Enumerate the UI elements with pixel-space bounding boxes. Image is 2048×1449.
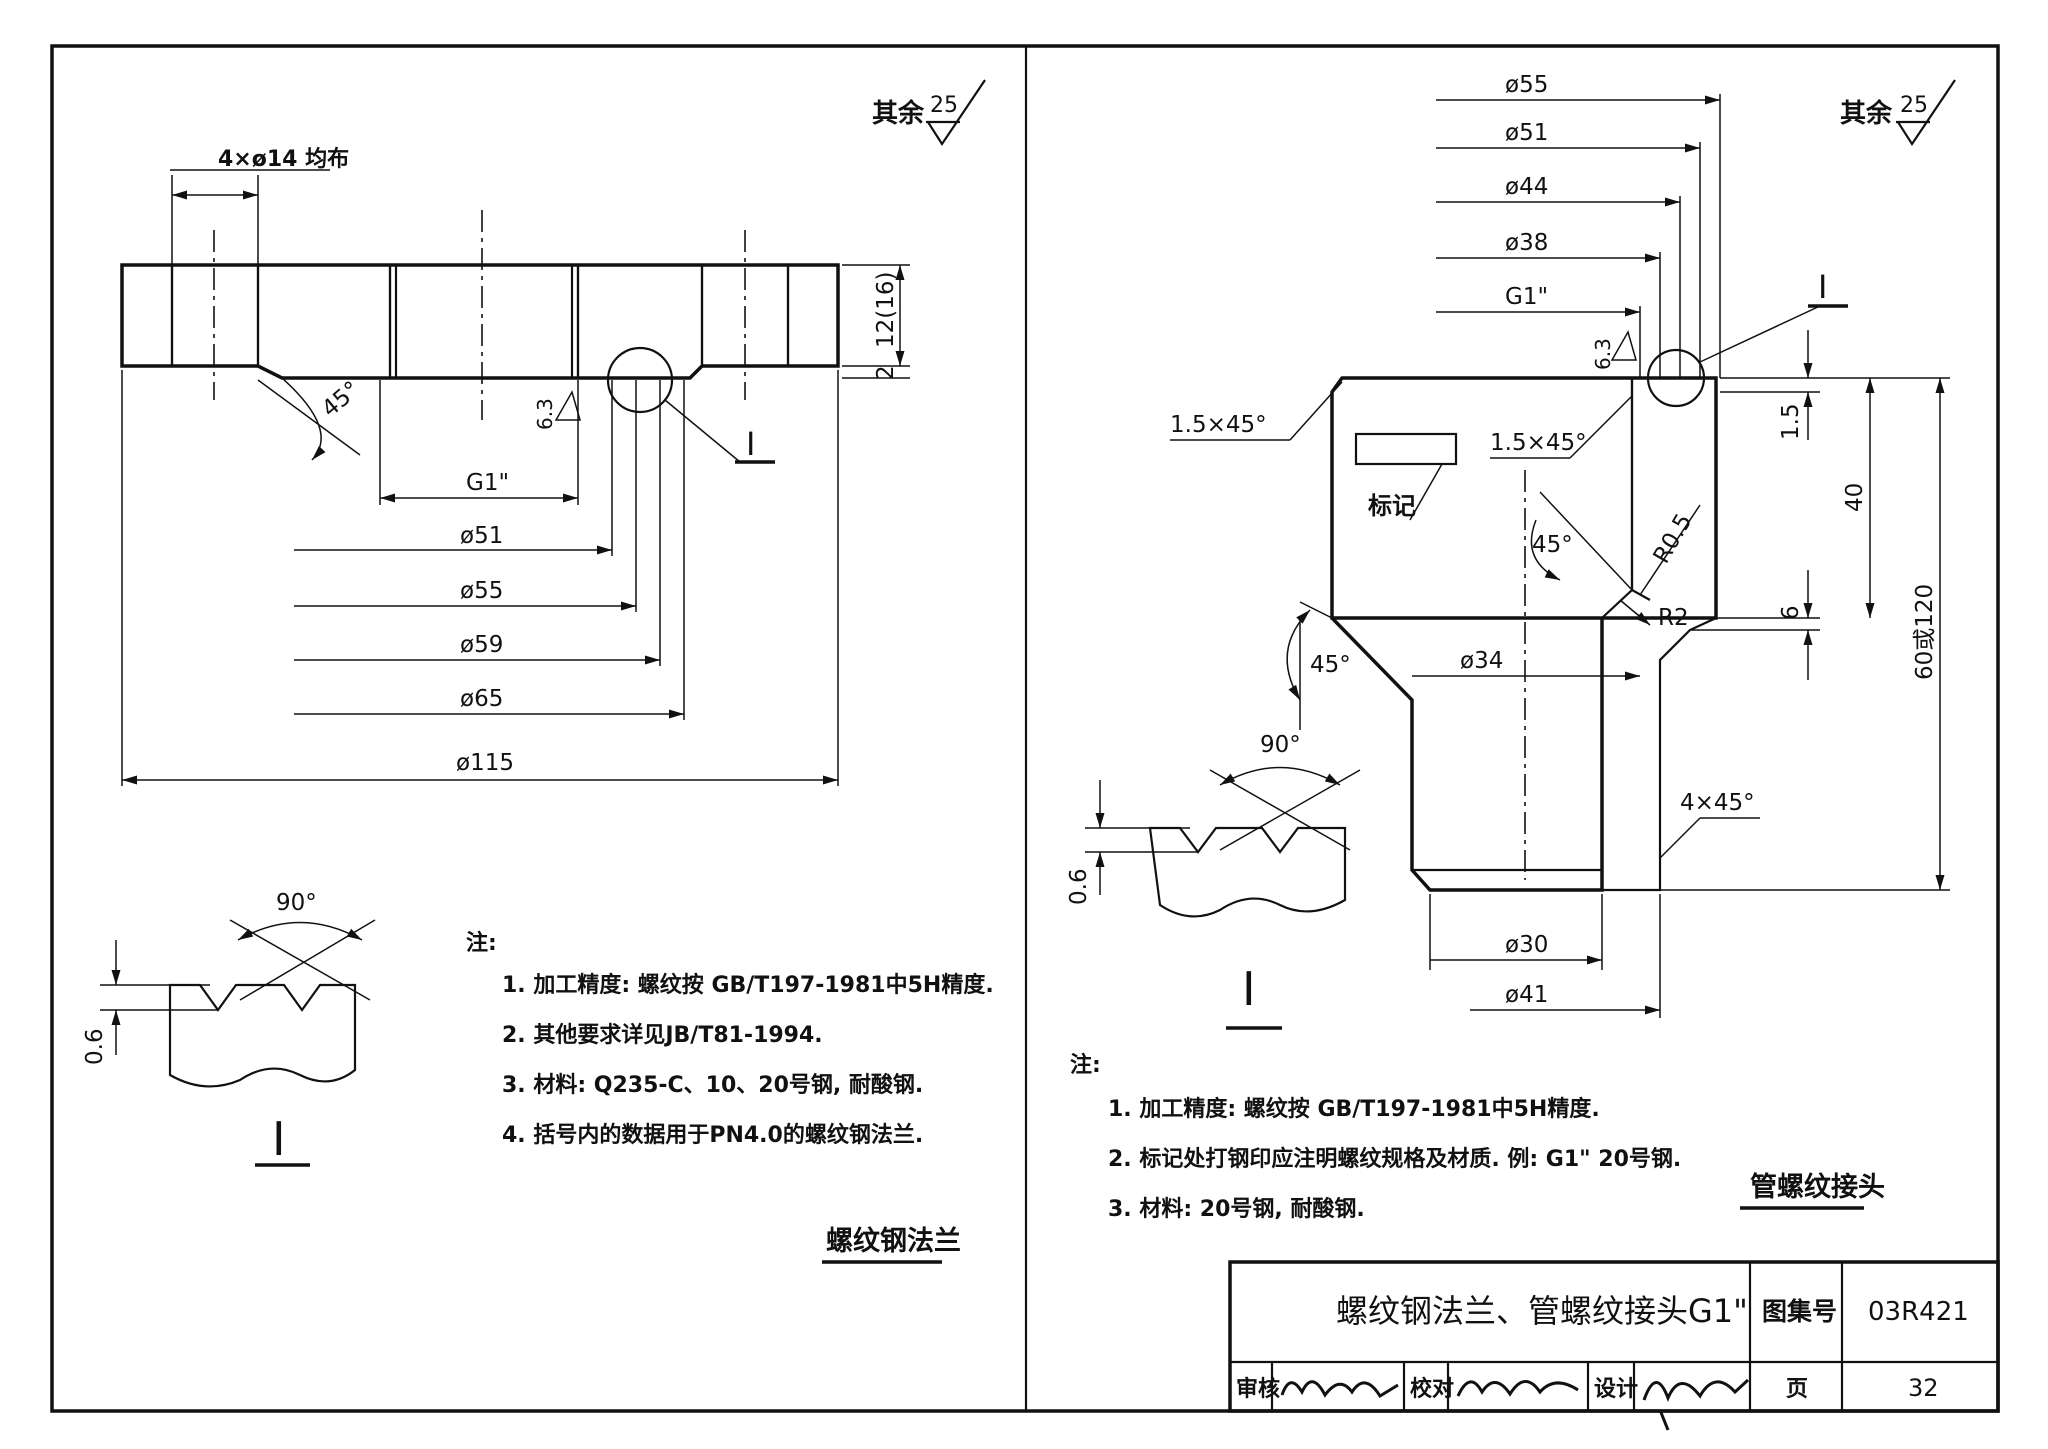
left-notes-title: 注: — [466, 930, 497, 956]
title-block-design-label: 设计 — [1594, 1377, 1638, 1402]
left-surface-mark-value: 25 — [930, 93, 958, 118]
signature-checker — [1456, 1380, 1579, 1397]
right-dim-length: 60或120 — [1912, 584, 1938, 680]
right-bore-roughness-icon — [1610, 330, 1637, 361]
right-detail-depth: 0.6 — [1066, 868, 1092, 905]
left-detail-id-callout: I — [746, 425, 755, 463]
left-bolt-holes-dim: 4×ø14 均布 — [218, 146, 349, 172]
right-dia-34: ø34 — [1460, 648, 1503, 674]
right-marking-label: 标记 — [1368, 492, 1416, 520]
left-bore-roughness-icon — [554, 390, 581, 421]
nipple-drawing: 其余 25 ø55 ø51 ø44 ø38 G1" I 6.3 — [1066, 72, 1956, 1222]
left-face-height-dim: 2 — [873, 365, 899, 380]
left-detail-circle — [606, 346, 674, 414]
right-part-title: 管螺纹接头 — [1750, 1172, 1885, 1203]
left-note-4: 4. 括号内的数据用于PN4.0的螺纹钢法兰. — [502, 1122, 923, 1148]
title-block-page-value: 32 — [1908, 1374, 1939, 1402]
left-note-2: 2. 其他要求详见JB/T81-1994. — [502, 1022, 823, 1048]
right-note-3: 3. 材料: 20号钢, 耐酸钢. — [1108, 1196, 1365, 1222]
title-block-title: 螺纹钢法兰、管螺纹接头G1" — [1336, 1292, 1748, 1330]
right-dia-44: ø44 — [1505, 174, 1548, 200]
left-dia-51: ø51 — [460, 523, 503, 549]
left-dia-55: ø55 — [460, 578, 503, 604]
flange-section-mid-left — [256, 263, 392, 380]
right-dim-40: 40 — [1842, 483, 1868, 512]
left-note-3: 3. 材料: Q235-C、10、20号钢, 耐酸钢. — [502, 1072, 923, 1098]
right-notes-title: 注: — [1070, 1052, 1101, 1078]
right-angle-45-inner: 45° — [1532, 532, 1573, 558]
right-angle-90: 90° — [1260, 732, 1301, 758]
left-detail-depth: 0.6 — [82, 1028, 108, 1065]
flange-section-mid-right — [576, 263, 704, 380]
right-dia-51: ø51 — [1505, 120, 1548, 146]
right-angle-45-outer: 45° — [1310, 652, 1351, 678]
title-block-atlas-label: 图集号 — [1762, 1297, 1837, 1326]
marking-box — [1354, 432, 1458, 466]
right-surface-mark-value: 25 — [1900, 93, 1928, 118]
right-chamfer-inner: 1.5×45° — [1490, 430, 1587, 456]
right-detail-id-callout: I — [1818, 268, 1827, 306]
left-chamfer-angle: 45° — [317, 376, 365, 422]
left-dia-115: ø115 — [456, 750, 514, 776]
nipple-spigot — [1330, 616, 1604, 892]
right-dia-41: ø41 — [1505, 982, 1548, 1008]
left-dia-65: ø65 — [460, 686, 503, 712]
title-block-review-label: 审核 — [1236, 1376, 1280, 1402]
right-thread-dim: G1" — [1505, 284, 1548, 310]
title-block-atlas-value: 03R421 — [1868, 1297, 1969, 1327]
left-surface-roughness-icon — [926, 79, 986, 147]
right-detail-view: 90° 0.6 I — [1066, 732, 1361, 1030]
flange-drawing: 其余 25 4×ø14 均布 12(16) 2 — [82, 79, 994, 1264]
right-radius-05: R0.5 — [1649, 509, 1698, 568]
title-block-page-label: 页 — [1786, 1377, 1808, 1402]
right-dim-15: 1.5 — [1778, 403, 1804, 440]
title-block-check-label: 校对 — [1410, 1376, 1454, 1402]
left-bore-roughness-value: 6.3 — [533, 398, 557, 430]
left-detail-id: I — [272, 1112, 286, 1166]
right-dia-55: ø55 — [1505, 72, 1548, 98]
left-thread-dim: G1" — [466, 470, 509, 496]
left-detail-view: 90° 0.6 I — [82, 890, 376, 1167]
left-detail-angle: 90° — [276, 890, 317, 916]
left-note-1: 1. 加工精度: 螺纹按 GB/T197-1981中5H精度. — [502, 972, 994, 998]
flange-section-left — [120, 263, 174, 368]
signature-designer — [1642, 1378, 1750, 1431]
right-note-2: 2. 标记处打钢印应注明螺纹规格及材质. 例: G1" 20号钢. — [1108, 1146, 1681, 1172]
nipple-wall-section — [1600, 376, 1718, 892]
flange-outline — [120, 263, 840, 380]
right-surface-roughness-icon — [1896, 79, 1956, 147]
right-detail-id: I — [1242, 962, 1256, 1016]
right-chamfer-end: 4×45° — [1680, 790, 1755, 816]
right-dim-6: 6 — [1778, 605, 1804, 620]
right-chamfer-outer: 1.5×45° — [1170, 412, 1267, 438]
right-surface-mark-label: 其余 — [1840, 98, 1893, 129]
left-part-title: 螺纹钢法兰 — [826, 1226, 961, 1257]
right-dia-30: ø30 — [1505, 932, 1548, 958]
right-note-1: 1. 加工精度: 螺纹按 GB/T197-1981中5H精度. — [1108, 1096, 1600, 1122]
signature-reviewer — [1280, 1380, 1399, 1399]
flange-section-right — [786, 263, 840, 368]
right-dia-38: ø38 — [1505, 230, 1548, 256]
right-bore-roughness-value: 6.3 — [1591, 338, 1615, 370]
left-thickness-dim: 12(16) — [873, 272, 899, 348]
left-dia-59: ø59 — [460, 632, 503, 658]
left-surface-mark-label: 其余 — [872, 98, 925, 129]
title-block: 螺纹钢法兰、管螺纹接头G1" 图集号 03R421 审核 校对 设计 页 32 — [1228, 1260, 2000, 1431]
